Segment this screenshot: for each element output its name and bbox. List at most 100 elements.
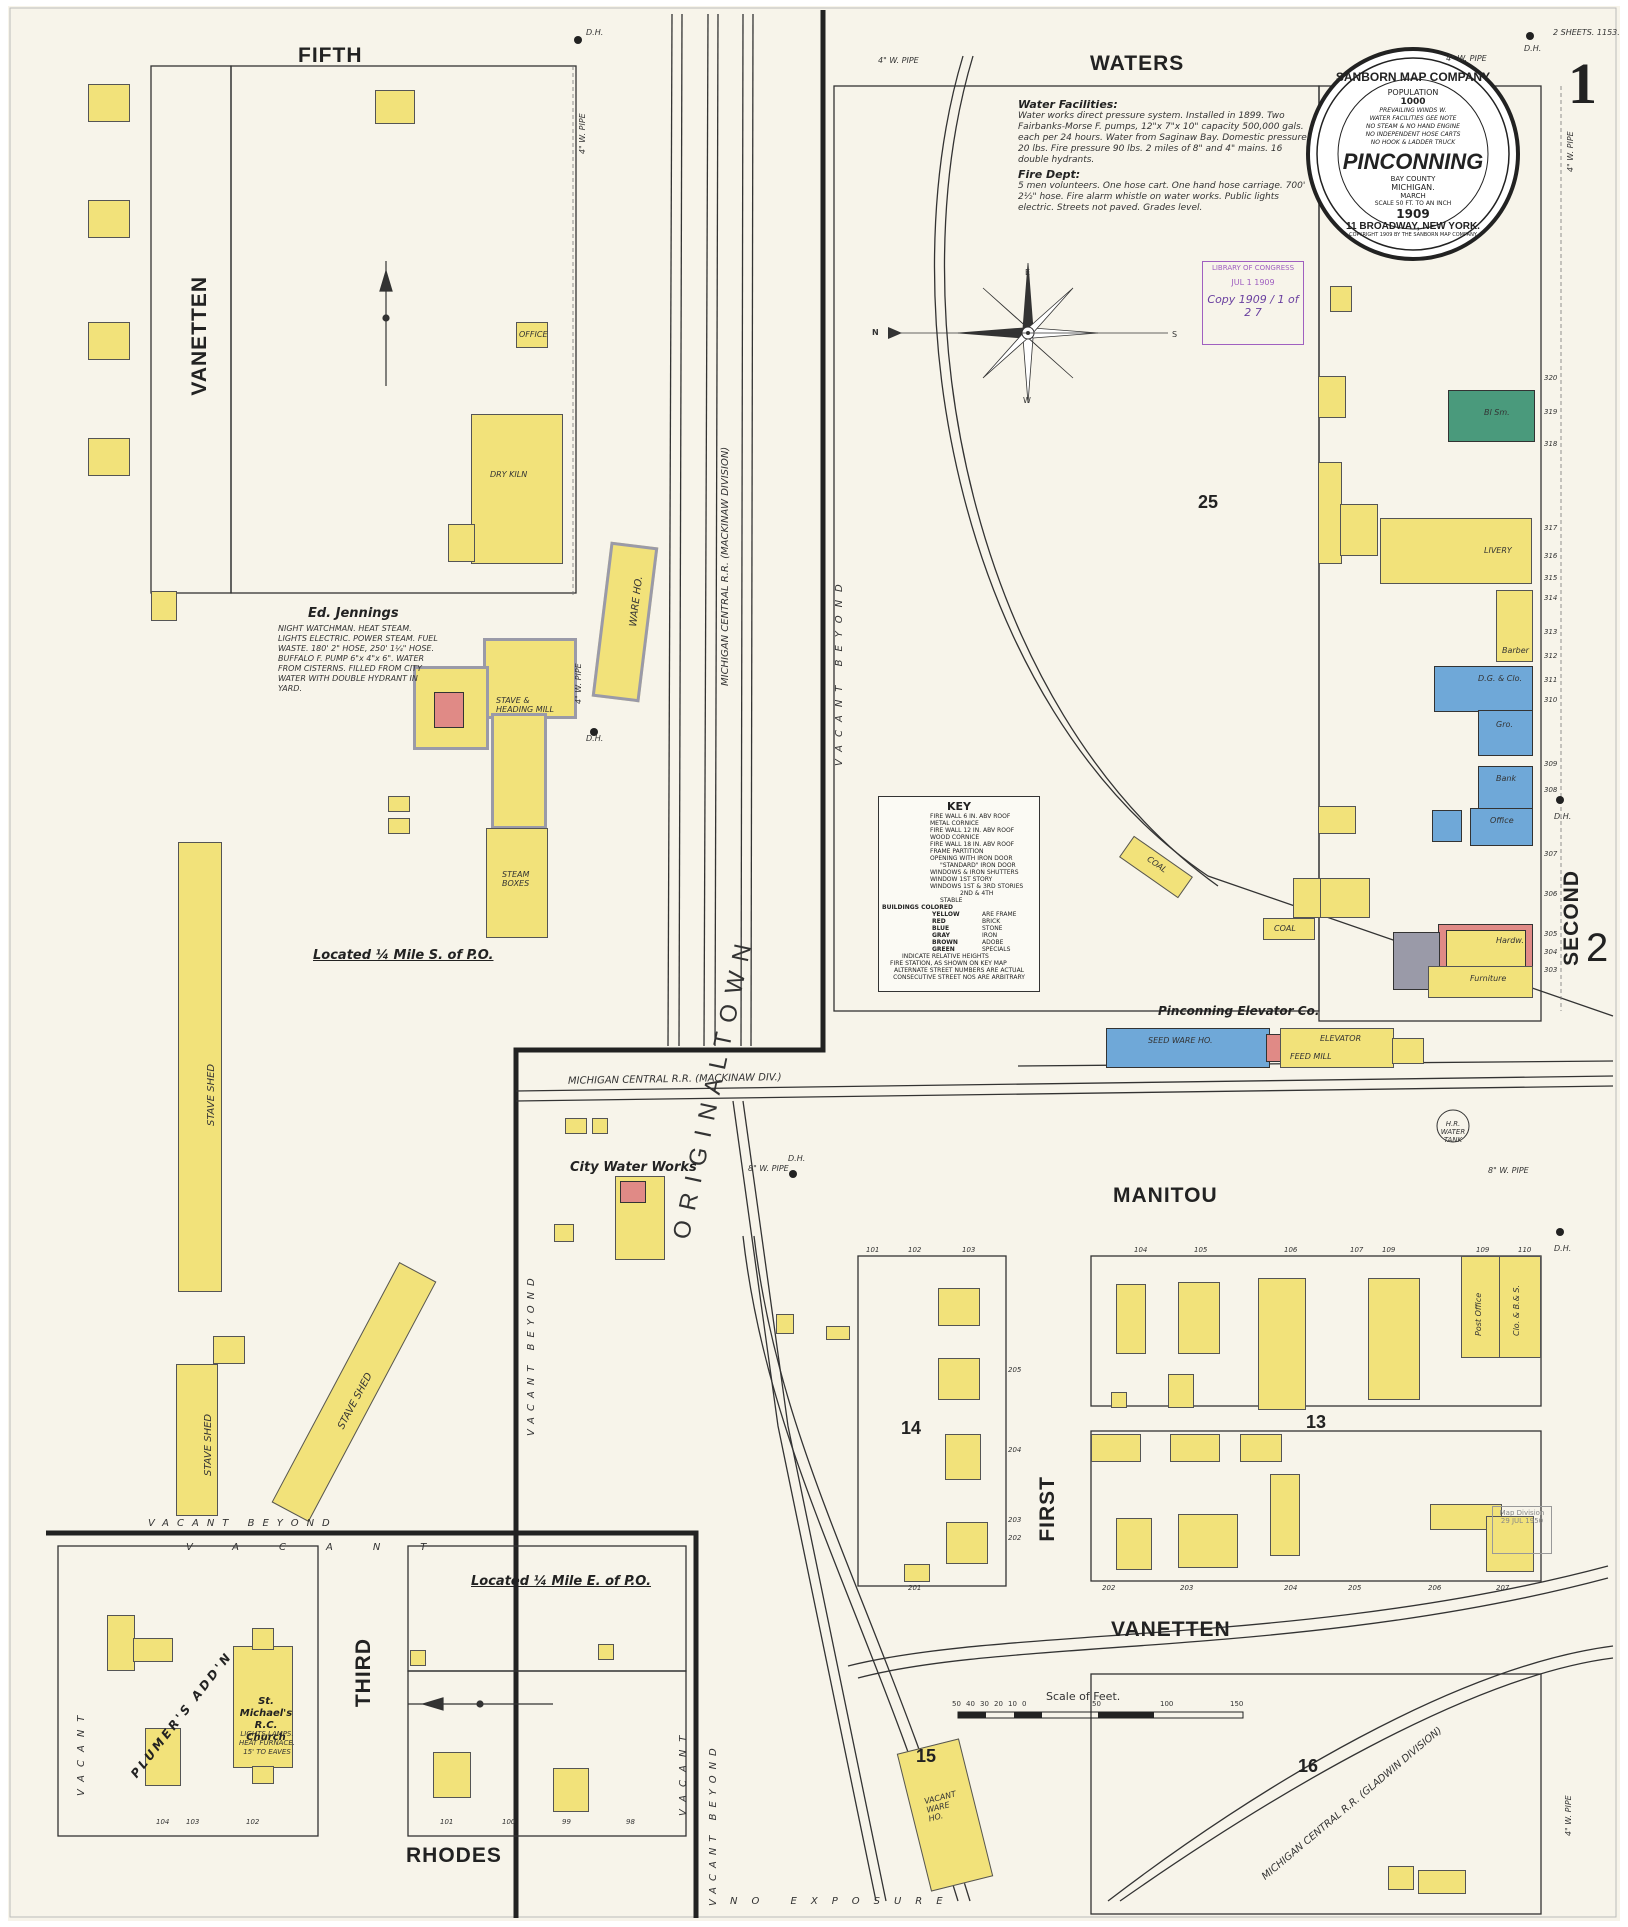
key-line-0: FIRE WALL 6 IN. ABV ROOF [930,813,1011,820]
label-bl-sm: Bl Sm. [1484,408,1510,417]
sheets-note: 2 SHEETS. 1153. [1553,28,1620,37]
building-dwelling [88,200,130,238]
building-shed [1168,1374,1194,1408]
street-third: THIRD [352,1638,375,1708]
label-dh-5: D.H. [1554,1244,1572,1253]
key-colors-title: BUILDINGS COLORED [882,904,953,911]
building-church-tower [252,1628,274,1650]
building-stave-shed-2 [176,1364,218,1516]
building-shed [1340,504,1378,556]
key-material: STONE [982,925,1003,932]
house-number: 303 [1544,966,1558,974]
building-mill-main [483,638,577,719]
building-dwelling [88,84,130,122]
key-color-row: GRAY IRON [882,932,1036,939]
building-shed [1318,806,1356,834]
building-small [554,1224,574,1242]
street-rhodes: RHODES [406,1844,502,1867]
building-dwelling [88,438,130,476]
building-boiler-red [434,692,464,728]
building-dg-clo [1434,666,1533,712]
street-vanetten-west: VANETTEN [188,276,211,396]
house-number: 308 [1544,786,1558,794]
house-number: 320 [1544,374,1558,382]
key-line-4: FIRE WALL 18 IN. ABV ROOF [930,841,1015,848]
scale-tick: 30 [980,1700,989,1708]
building-small [388,818,410,834]
label-vacant-1: VACANT [186,1542,467,1553]
house-number: 107 [1350,1246,1364,1254]
label-pipe-manitou: 8" W. PIPE [1488,1166,1529,1175]
scale-tick: 50 [1092,1700,1101,1708]
house-number: 105 [1194,1246,1208,1254]
building-eng-fan [448,524,475,562]
building-small [1293,878,1321,918]
key-color: GRAY [932,932,950,939]
cartouche: SANBORN MAP COMPANY POPULATION 1000 PREV… [1328,70,1498,238]
scale-tick: 0 [1022,1700,1027,1708]
house-number: 309 [1544,760,1558,768]
key-footer-2: ALTERNATE STREET NUMBERS ARE ACTUAL [893,967,1025,974]
survey-line-south [46,1530,699,1918]
label-ed-jennings: Ed. Jennings [308,606,399,621]
building-small [1320,878,1370,918]
house-number: 202 [1008,1534,1022,1542]
house-number: 204 [1008,1446,1022,1454]
building-dwelling [145,1728,181,1786]
label-dry-kiln: DRY KILN [490,470,528,479]
map-linework [9,7,1617,1918]
cartouche-month: MARCH [1400,192,1426,200]
stamp-copy-line: Copy 1909 / 1 of 2 7 [1207,293,1299,319]
label-elevator: ELEVATOR [1320,1034,1362,1043]
label-vacant-beyond-3: VACANT BEYOND [526,1272,537,1436]
building-dwelling [88,322,130,360]
building-dwelling [1116,1518,1152,1570]
cartouche-county: BAY COUNTY [1390,175,1436,183]
key-material: IRON [982,932,998,939]
cartouche-scale: SCALE 50 FT. TO AN INCH [1374,200,1452,207]
fire-dept-text: 5 men volunteers. One hose cart. One han… [1018,181,1306,213]
key-material: BRICK [982,918,1001,925]
house-number: 98 [626,1818,635,1826]
house-number: 104 [156,1818,170,1826]
house-number: 313 [1544,628,1558,636]
building-church-apse [252,1766,274,1784]
building-furniture [1428,966,1533,998]
label-seed-ware: SEED WARE HO. [1148,1036,1213,1045]
label-located-e: Located ¼ Mile E. of P.O. [471,1574,652,1589]
building-small [598,1644,614,1660]
house-number: 206 [1428,1584,1442,1592]
building-seed-ware-ho [1106,1028,1270,1068]
key-line-12: STABLE [940,897,963,904]
label-located-s: Located ¼ Mile S. of P.O. [313,948,494,963]
label-bank: Bank [1496,774,1517,783]
house-number: 101 [440,1818,454,1826]
label-hardw: Hardw. [1496,936,1524,945]
house-number: 311 [1544,676,1558,684]
house-number: 104 [1134,1246,1148,1254]
building-steam-boxes [486,828,548,938]
label-dg-clo: D.G. & Clo. [1478,674,1523,683]
cartouche-info-1: WATER FACILITIES GEE NOTE [1369,115,1457,122]
label-livery: LIVERY [1484,546,1512,555]
sheet-number: 1 [1568,51,1597,116]
survey-line-north [513,10,826,1918]
block-number-25: 25 [1198,492,1219,512]
key-color: RED [932,918,946,925]
label-no-exposure: NO EXPOSURE [730,1896,957,1907]
house-numbers-second: 320 319 318 317 316 315 314 313 312 311 … [1544,374,1558,974]
stamp-library: LIBRARY OF CONGRESS [1211,264,1295,272]
label-vacant-2: VACANT [76,1707,87,1796]
cartouche-info: PREVAILING WINDS W. WATER FACILITIES GEE… [1328,107,1498,147]
compass-rose [888,262,1168,404]
house-number: 314 [1544,594,1558,602]
building-blacksmith [1448,390,1535,442]
building-small [133,1638,173,1662]
house-number: 109 [1476,1246,1490,1254]
house-number: 315 [1544,574,1558,582]
building-livery [1380,518,1532,584]
building-small [1318,376,1346,418]
legend-key: KEY FIRE WALL 6 IN. ABV ROOF METAL CORNI… [878,796,1040,992]
house-number: 103 [962,1246,976,1254]
